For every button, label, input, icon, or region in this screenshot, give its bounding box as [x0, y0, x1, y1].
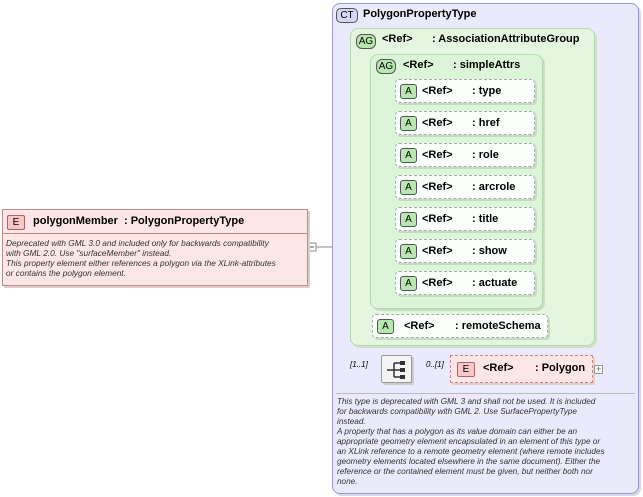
attribute-name: : arcrole: [472, 181, 516, 193]
attribute-name: : title: [472, 213, 499, 225]
polygon-member-header: [2, 209, 308, 234]
attribute-badge: A: [400, 244, 417, 259]
doc-line: for backwards compatibility with GML 2. …: [337, 407, 577, 416]
attribute-name: : type: [472, 85, 502, 97]
attribute-badge: A: [377, 319, 394, 334]
complex-type-name: PolygonPropertyType: [363, 8, 477, 20]
attribute-title[interactable]: A <Ref> : title: [395, 207, 535, 231]
documentation-separator: [336, 393, 635, 394]
attribute-name: : show: [472, 245, 507, 257]
attribute-ref: <Ref>: [422, 213, 453, 225]
doc-line: with GML 2.0. Use "surfaceMember" instea…: [6, 248, 172, 258]
attribute-type[interactable]: A <Ref> : type: [395, 79, 535, 103]
attribute-name: : remoteSchema: [455, 320, 541, 332]
element-documentation: Deprecated with GML 3.0 and included onl…: [6, 238, 306, 278]
attribute-arcrole[interactable]: A <Ref> : arcrole: [395, 175, 535, 199]
doc-line: or contains the polygon element.: [6, 268, 126, 278]
attribute-remote-schema[interactable]: A <Ref> : remoteSchema: [372, 314, 548, 338]
doc-line: This property element either references …: [6, 258, 276, 268]
attribute-badge: A: [400, 180, 417, 195]
doc-line: reference or the contained element must …: [337, 467, 593, 476]
simple-attrs-name: : simpleAttrs: [453, 59, 521, 71]
attribute-ref: <Ref>: [422, 149, 453, 161]
association-group-ref: <Ref>: [382, 33, 413, 45]
doc-line: none.: [337, 477, 358, 486]
element-name: polygonMember: [33, 215, 118, 227]
sequence-icon: [387, 361, 405, 379]
attribute-show[interactable]: A <Ref> : show: [395, 239, 535, 263]
element-badge: E: [7, 215, 25, 230]
doc-line: This type is deprecated with GML 3 and s…: [337, 397, 596, 406]
association-group-name: : AssociationAttributeGroup: [432, 33, 580, 45]
doc-line: Deprecated with GML 3.0 and included onl…: [6, 238, 269, 248]
polygon-name: : Polygon: [535, 362, 586, 374]
element-type: : PolygonPropertyType: [124, 215, 245, 227]
polygon-badge: E: [457, 362, 475, 377]
attribute-badge: A: [400, 84, 417, 99]
complex-type-badge: CT: [336, 8, 358, 23]
polygon-ref: <Ref>: [483, 362, 514, 374]
attribute-name: : role: [472, 149, 499, 161]
sequence-cardinality: [1..1]: [350, 360, 368, 369]
attribute-name: : href: [472, 117, 500, 129]
attribute-ref: <Ref>: [422, 117, 453, 129]
attribute-role[interactable]: A <Ref> : role: [395, 143, 535, 167]
doc-line: A property that has a polygon as its val…: [337, 427, 578, 436]
doc-line: geometry elements located elsewhere in t…: [337, 457, 601, 466]
attribute-ref: <Ref>: [422, 181, 453, 193]
association-group-badge: AG: [356, 34, 376, 49]
doc-line: appropriate geometry element encapsulate…: [337, 437, 601, 446]
polygon-cardinality: 0..[1]: [426, 360, 444, 369]
doc-line: instead.: [337, 417, 366, 426]
doc-line: an XLink reference to a remote geometry …: [337, 447, 605, 456]
attribute-badge: A: [400, 276, 417, 291]
complex-type-documentation: This type is deprecated with GML 3 and s…: [337, 397, 637, 487]
expand-icon[interactable]: +: [594, 364, 603, 374]
attribute-ref: <Ref>: [404, 320, 435, 332]
simple-attrs-ref: <Ref>: [403, 59, 434, 71]
polygon-member-element-box[interactable]: [2, 209, 308, 286]
attribute-badge: A: [400, 212, 417, 227]
attribute-badge: A: [400, 116, 417, 131]
attribute-badge: A: [400, 148, 417, 163]
attribute-actuate[interactable]: A <Ref> : actuate: [395, 271, 535, 295]
polygon-element-box[interactable]: E <Ref> : Polygon: [450, 355, 593, 383]
attribute-name: : actuate: [472, 277, 518, 289]
attribute-href[interactable]: A <Ref> : href: [395, 111, 535, 135]
sequence-compositor[interactable]: [381, 355, 412, 383]
simple-attrs-badge: AG: [376, 59, 396, 74]
attribute-ref: <Ref>: [422, 85, 453, 97]
attribute-ref: <Ref>: [422, 245, 453, 257]
attribute-ref: <Ref>: [422, 277, 453, 289]
